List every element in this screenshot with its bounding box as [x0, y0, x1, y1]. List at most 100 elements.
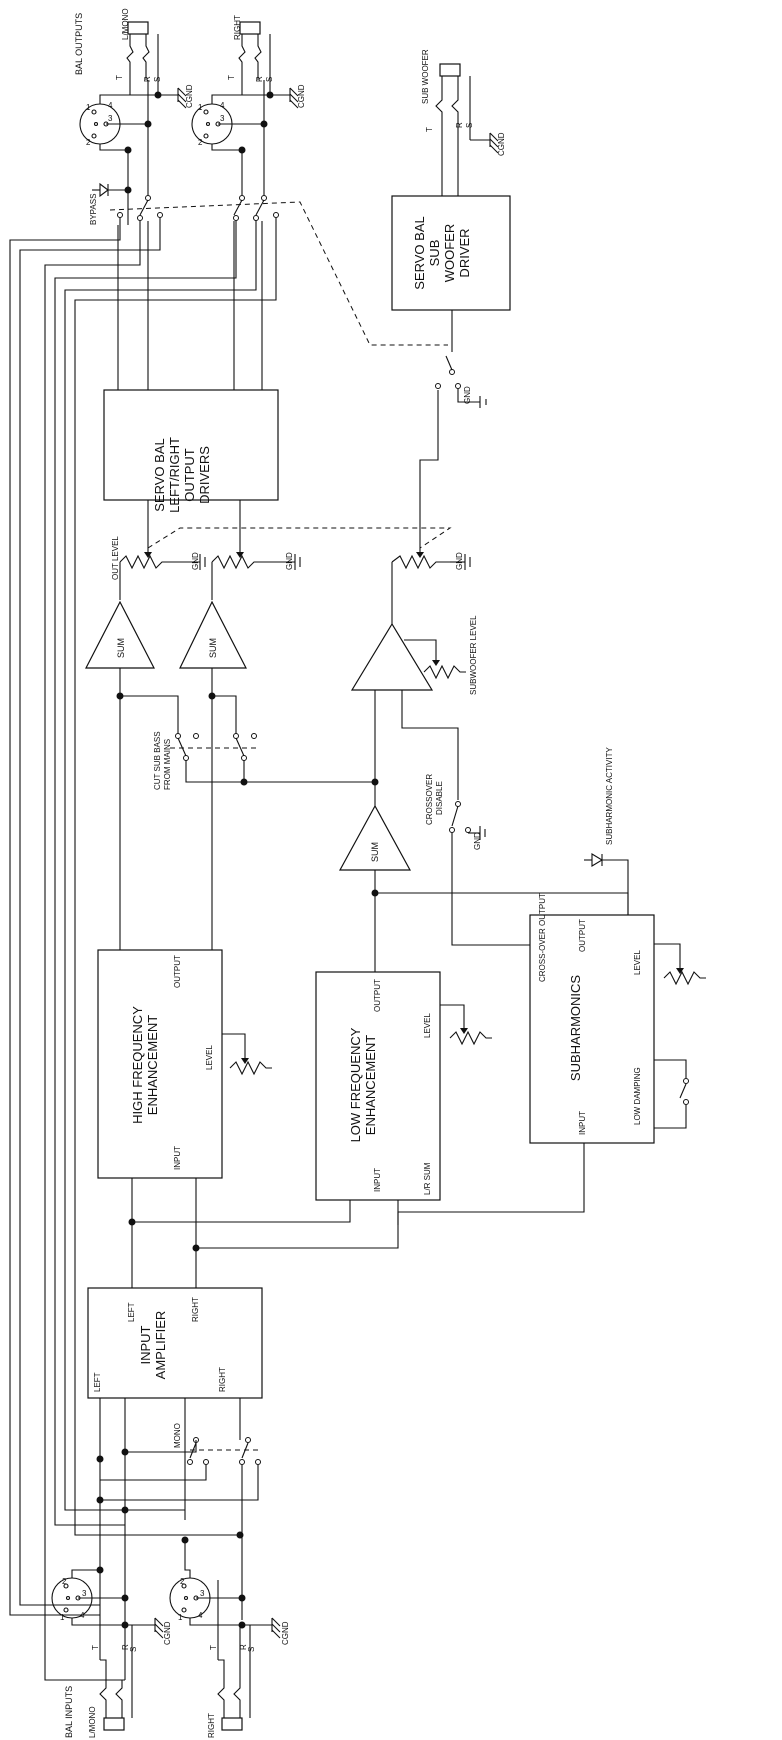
lmono-input-jack	[99, 1617, 164, 1731]
lmono-input-label: L/MONO	[88, 1706, 97, 1738]
t-label: T	[425, 127, 434, 132]
s-label: S	[265, 77, 274, 82]
svg-text:DRIVER: DRIVER	[457, 228, 472, 277]
mono-label: MONO	[173, 1423, 182, 1448]
hf-enhancement-label: HIGH FREQUENCY ENHANCEMENT	[130, 1006, 160, 1124]
lf-level-label: LEVEL	[423, 1013, 432, 1038]
input-amplifier-label: INPUT AMPLIFIER	[138, 1311, 168, 1380]
right-input-jack	[217, 1617, 281, 1731]
pin-3: 3	[82, 1589, 87, 1598]
pin-3: 3	[108, 114, 113, 123]
t-label: T	[227, 75, 236, 80]
crossover-disable-label-2: DISABLE	[435, 781, 444, 815]
cgnd-label: CGND	[185, 84, 194, 108]
t-label: T	[91, 1645, 100, 1650]
svg-text:SERVO BAL: SERVO BAL	[412, 216, 427, 289]
right-output-label: RIGHT	[233, 15, 242, 40]
lmono-output-label: L/MONO	[121, 8, 130, 40]
input-amplifier-block	[87, 1287, 263, 1399]
lf-output-label: OUTPUT	[373, 979, 382, 1012]
hf-output-label: OUTPUT	[173, 955, 182, 988]
lf-input-label: INPUT	[373, 1168, 382, 1192]
sum-label: SUM	[370, 842, 380, 862]
gnd-label: GND	[285, 552, 294, 570]
svg-text:OUTPUT: OUTPUT	[182, 448, 197, 502]
sub-mute-switch-icon	[435, 355, 487, 408]
subwoofer-output-jack	[435, 63, 499, 196]
xlr-input-left	[51, 1569, 155, 1626]
low-damping-switch-icon	[654, 1059, 689, 1129]
servo-lr-output-drivers-block	[103, 389, 279, 501]
pin-2: 2	[180, 1577, 185, 1586]
lmono-output-jack	[126, 21, 159, 95]
pin-4: 4	[198, 1611, 203, 1620]
sub-woofer-label: SUB WOOFER	[421, 49, 430, 104]
lf-level-pot	[440, 1004, 492, 1046]
svg-text:INPUT: INPUT	[138, 1325, 153, 1364]
gnd-label: GND	[191, 552, 200, 570]
cut-sub-bass-switch-icon	[175, 733, 257, 761]
servo-sub-label: SERVO BAL SUB WOOFER DRIVER	[412, 216, 472, 289]
cgnd-label: CGND	[497, 132, 506, 156]
servo-sub-woofer-driver-block	[391, 195, 511, 311]
s-label: S	[153, 77, 162, 82]
svg-text:WOOFER: WOOFER	[442, 224, 457, 283]
gnd-label: GND	[473, 832, 482, 850]
svg-text:ENHANCEMENT: ENHANCEMENT	[145, 1015, 160, 1115]
t-label: T	[115, 75, 124, 80]
hf-enhancement-block	[97, 949, 223, 1179]
hf-level-label: LEVEL	[205, 1045, 214, 1070]
subwoofer-level-amp	[350, 622, 434, 691]
ia-right-in-label: RIGHT	[218, 1367, 227, 1392]
subwoofer-level-label: SUBWOOFER LEVEL	[469, 615, 478, 695]
sum-label: SUM	[208, 638, 218, 658]
lr-sum-label: L/R SUM	[423, 1162, 432, 1195]
pin-2: 2	[198, 138, 203, 147]
crossover-disable-label-1: CROSSOVER	[425, 774, 434, 825]
gnd-label: GND	[463, 386, 472, 404]
svg-text:SUB: SUB	[427, 240, 442, 267]
svg-text:LOW FREQUENCY: LOW FREQUENCY	[348, 1027, 363, 1142]
svg-text:HIGH FREQUENCY: HIGH FREQUENCY	[130, 1006, 145, 1124]
crossover-disable-switch-icon	[449, 801, 486, 840]
r-label: R	[239, 1644, 248, 1650]
xlr-output-right	[191, 80, 270, 151]
svg-text:ENHANCEMENT: ENHANCEMENT	[363, 1035, 378, 1135]
cgnd-label: CGND	[297, 84, 306, 108]
svg-text:LEFT/RIGHT: LEFT/RIGHT	[167, 437, 182, 513]
subwoofer-level-pot	[404, 639, 466, 680]
r-label: R	[455, 122, 464, 128]
lf-enhancement-label: LOW FREQUENCY ENHANCEMENT	[348, 1027, 378, 1142]
subharmonics-label: SUBHARMONICS	[568, 975, 583, 1082]
pin-4: 4	[80, 1611, 85, 1620]
gnd-label: GND	[455, 552, 464, 570]
mono-switch-icon	[187, 1437, 261, 1465]
subharmonics-block	[529, 914, 655, 1144]
pin-1: 1	[198, 103, 203, 112]
cgnd-label: CGND	[281, 1621, 290, 1645]
pin-1: 1	[86, 103, 91, 112]
bypass-label: BYPASS	[89, 194, 98, 225]
cgnd-symbol	[270, 87, 299, 109]
cut-sub-bass-label-1: CUT SUB BASS	[153, 731, 162, 790]
s-label: S	[129, 1647, 138, 1652]
s-label: S	[247, 1647, 256, 1652]
hf-input-label: INPUT	[173, 1146, 182, 1170]
svg-text:AMPLIFIER: AMPLIFIER	[153, 1311, 168, 1380]
pin-3: 3	[220, 114, 225, 123]
sum-amp-right	[179, 600, 247, 669]
pin-1: 1	[60, 1613, 65, 1622]
pin-4: 4	[108, 101, 113, 110]
ia-left-out-label: LEFT	[127, 1302, 136, 1322]
lf-sum-amp	[338, 804, 412, 871]
right-input-label: RIGHT	[207, 1713, 216, 1738]
pin-2: 2	[86, 138, 91, 147]
cut-sub-bass-label-2: FROM MAINS	[163, 739, 172, 790]
subwoofer-out-pot	[391, 552, 471, 570]
r-label: R	[255, 76, 264, 82]
ia-right-out-label: RIGHT	[191, 1297, 200, 1322]
subh-output-label: OUTPUT	[578, 919, 587, 952]
cgnd-symbol	[158, 87, 187, 109]
